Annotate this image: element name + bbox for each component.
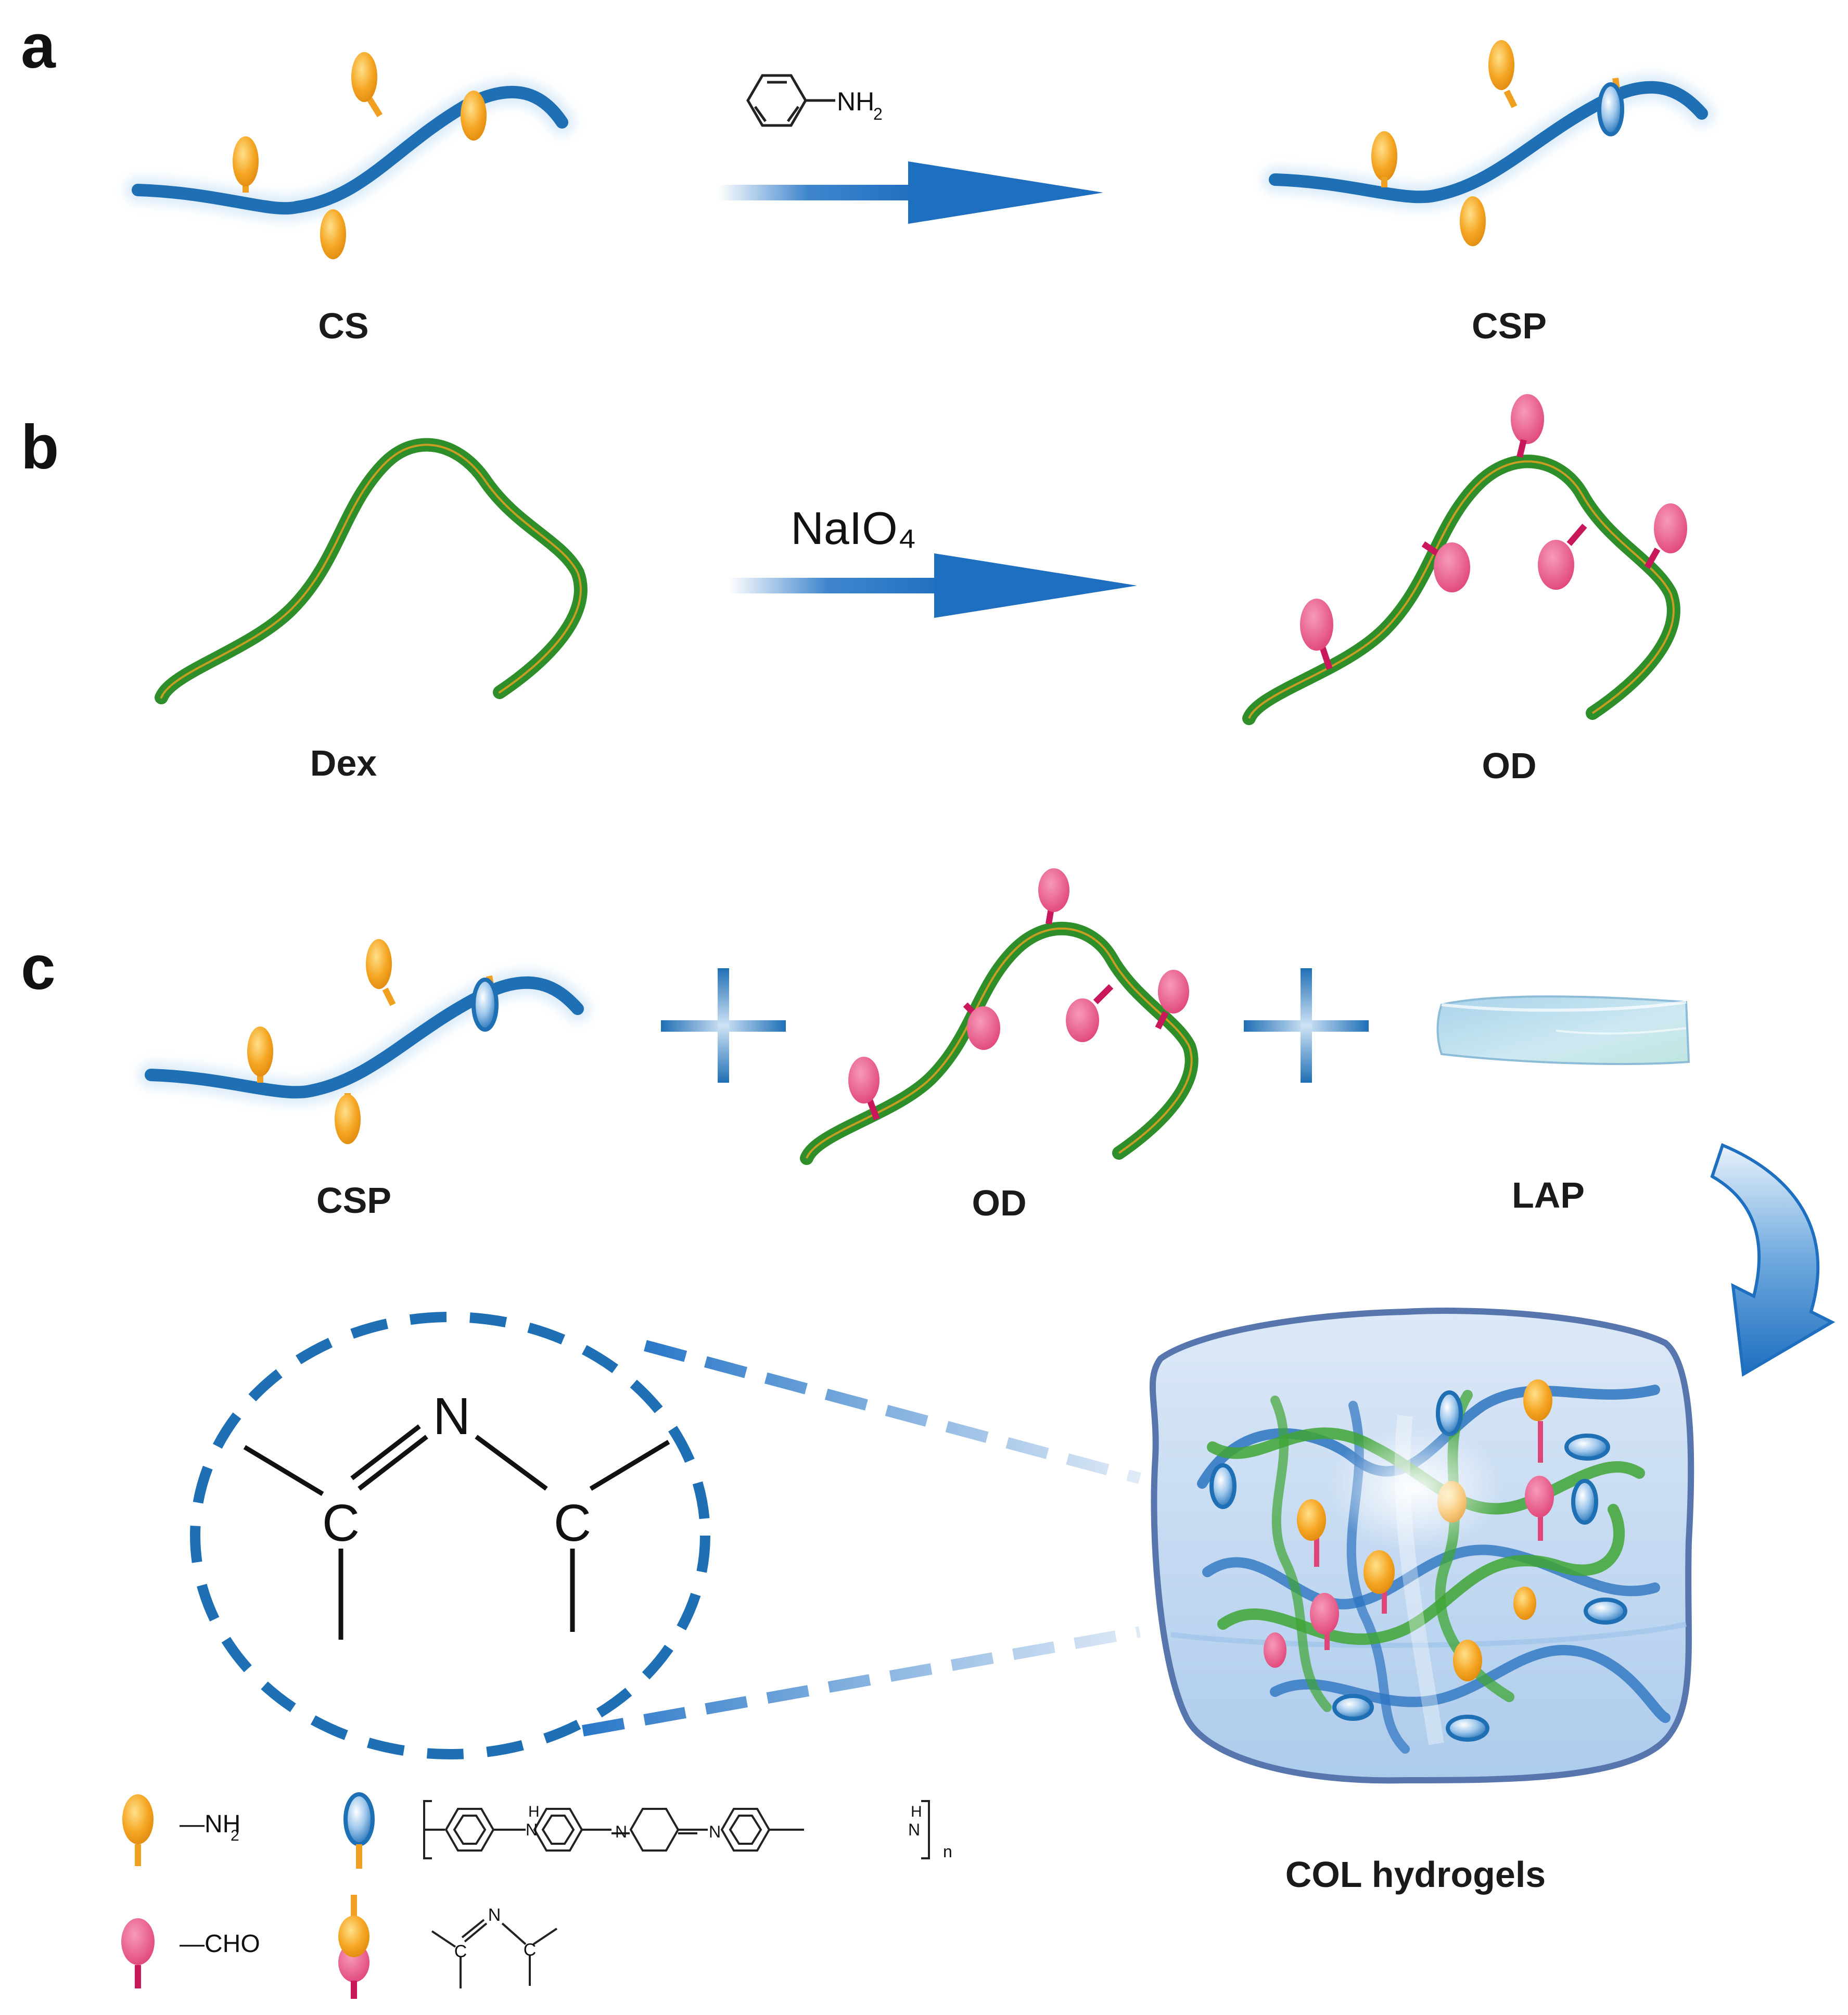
reaction-arrow-a [718,161,1103,224]
polyaniline-structure [423,1800,930,1859]
pani-h-1: H [528,1803,540,1820]
aniline-nh-label: NH [837,87,874,116]
label-od: OD [1482,745,1537,786]
pani-n-4: N [908,1820,920,1839]
aldehyde-bead [1421,541,1470,592]
amine-bead [1488,40,1518,108]
label-csp-c: CSP [316,1180,391,1221]
legend-cho-label: —CHO [180,1930,260,1958]
aniline-nh-subscript: 2 [873,105,883,123]
legend-polyaniline-bead [343,1792,375,1869]
amine-bead [320,209,346,259]
legend-amine-bead [122,1794,154,1866]
pani-n-subscript: n [943,1842,952,1861]
legend-imine-n: N [488,1905,501,1925]
aldehyde-bead [1644,503,1687,569]
aldehyde-bead [1066,984,1114,1042]
pani-n-3: N [709,1822,721,1841]
amine-bead [1460,196,1486,246]
polyaniline-bead [471,975,499,1032]
aldehyde-bead [1038,868,1069,924]
legend: —NH 2 H N N N H N [121,1792,952,1999]
amine-bead [233,136,259,193]
legend-nh2-subscript: 2 [231,1827,239,1844]
imine-crosslink [1310,1593,1339,1650]
polyaniline-bead [1332,1694,1374,1721]
imine-crosslink [1264,1632,1286,1668]
imine-structure [243,1424,670,1640]
legend-imine-bead [338,1895,369,1999]
amine-bead [247,1026,273,1083]
lap-block [1436,995,1690,1066]
amine-bead [335,1093,361,1144]
plus-sign [661,968,786,1083]
panel-label-c: c [21,933,56,1003]
aldehyde-bead [1538,524,1587,590]
imine-crosslink [1363,1550,1395,1614]
label-csp: CSP [1472,306,1547,346]
imine-crosslink [1523,1379,1552,1463]
aldehyde-bead [963,1002,1000,1050]
amine-bead [351,52,383,118]
zoom-circle [190,1312,710,1759]
pani-n-1: N [526,1820,538,1839]
polyaniline-bead [1209,1463,1237,1509]
amine-bead [1371,131,1397,187]
imine-c-atom: C [322,1494,360,1552]
reagent-naio4: NaIO₄ [791,502,916,554]
dextran-molecule [155,438,588,704]
legend-imine-structure [431,1919,558,1988]
aldehyde-bead [848,1057,880,1121]
polyaniline-bead [1446,1715,1489,1742]
panel-label-a: a [21,11,56,81]
cs-molecule [125,52,575,259]
legend-imine-c: C [524,1940,537,1960]
pani-n-2: N [615,1822,627,1841]
label-od-c: OD [972,1183,1027,1223]
col-hydrogel [1149,1308,1694,1784]
polyaniline-bead [1436,1390,1463,1436]
pani-h-2: H [911,1803,922,1820]
label-lap: LAP [1512,1175,1585,1215]
imine-crosslink [1297,1499,1326,1567]
imine-crosslink [1525,1476,1554,1541]
polyaniline-bead [1571,1479,1598,1525]
legend-imine-c: C [454,1942,467,1961]
aldehyde-bead [1511,394,1544,458]
polyaniline-bead [1564,1434,1610,1461]
panel-label-b: b [21,412,59,482]
polyaniline-bead [1597,78,1624,136]
highlight-glow [1327,1426,1504,1551]
curved-arrow [1710,1143,1836,1377]
label-cs: CS [318,306,368,346]
csp-molecule [1262,40,1715,246]
plus-sign [1244,968,1369,1083]
reaction-arrow-b [729,553,1137,618]
imine-crosslink [1453,1640,1482,1681]
imine-crosslink [1513,1587,1536,1620]
legend-aldehyde-bead [121,1918,155,1988]
csp-molecule-c [138,939,591,1144]
label-dex: Dex [310,743,377,783]
od-molecule [1242,394,1687,725]
amine-bead [461,91,487,141]
imine-c-atom: C [554,1494,591,1552]
amine-bead [366,939,396,1006]
od-molecule-c [800,868,1199,1165]
imine-n-atom: N [433,1387,470,1446]
aldehyde-bead [1300,599,1333,670]
label-col-hydrogels: COL hydrogels [1285,1854,1546,1895]
aniline-structure [746,74,835,127]
polyaniline-bead [1584,1598,1627,1625]
aldehyde-bead [1155,970,1189,1030]
legend-nh2-label: —NH [180,1810,240,1838]
zoom-connector [582,1340,1141,1737]
